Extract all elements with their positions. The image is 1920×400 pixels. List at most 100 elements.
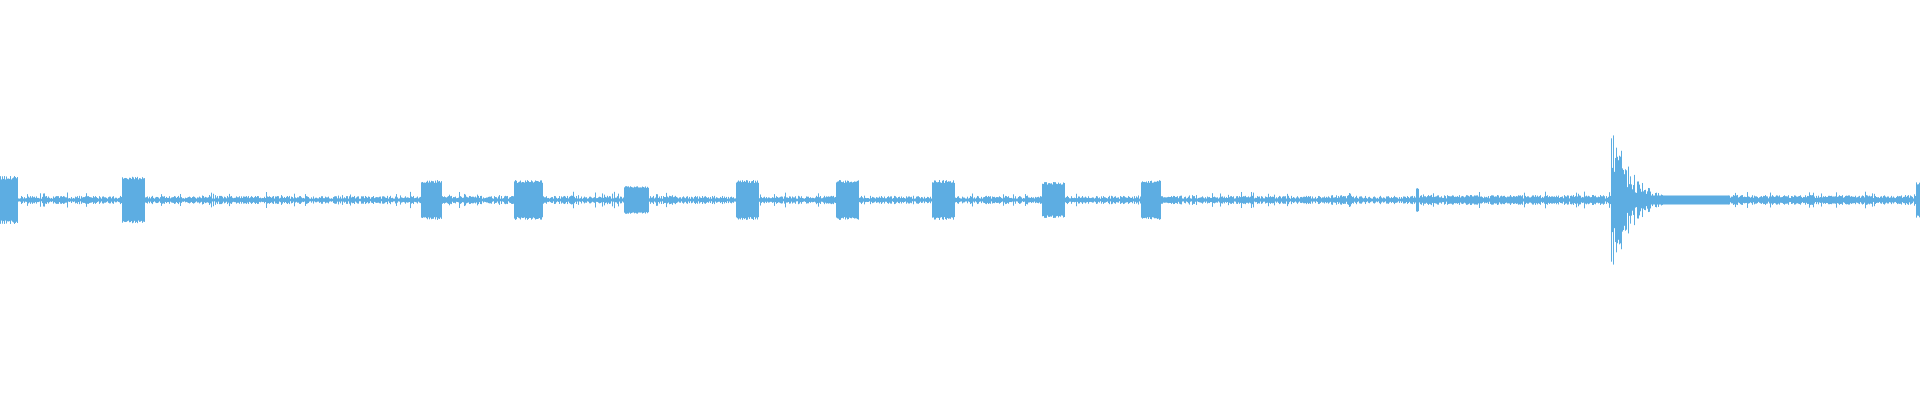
waveform-sample <box>660 198 661 202</box>
waveform-sample <box>1820 197 1821 203</box>
waveform-sample <box>1842 195 1843 205</box>
waveform-sample <box>1172 197 1173 203</box>
waveform-sample <box>1881 196 1882 204</box>
waveform-sample <box>1299 198 1300 202</box>
waveform-sample <box>433 181 434 219</box>
waveform-sample <box>225 197 226 203</box>
waveform-sample <box>398 198 399 202</box>
waveform-sample <box>260 197 261 203</box>
waveform-sample <box>81 196 82 204</box>
waveform-sample <box>232 197 233 203</box>
waveform-sample <box>966 198 967 202</box>
waveform-sample <box>1810 195 1811 205</box>
waveform-sample <box>1064 182 1065 218</box>
waveform-sample <box>1568 195 1569 205</box>
waveform-sample <box>1300 197 1301 203</box>
waveform-sample <box>1572 196 1573 204</box>
waveform-sample <box>1471 195 1472 205</box>
waveform-sample <box>720 196 721 204</box>
waveform-sample <box>443 197 444 203</box>
waveform-sample <box>1767 196 1768 204</box>
waveform-sample <box>621 196 622 204</box>
waveform-sample <box>90 197 91 203</box>
waveform-sample <box>1149 182 1150 218</box>
waveform-sample <box>1275 198 1276 202</box>
waveform-sample <box>579 198 580 202</box>
waveform-sample <box>1368 197 1369 203</box>
waveform-sample <box>1317 197 1318 203</box>
waveform-sample <box>974 197 975 203</box>
waveform-sample <box>1411 196 1412 204</box>
waveform-sample <box>411 196 412 204</box>
waveform-sample <box>972 193 973 207</box>
waveform-sample <box>784 196 785 204</box>
waveform-sample <box>680 197 681 203</box>
waveform-sample <box>238 197 239 203</box>
waveform-sample <box>1640 188 1641 212</box>
waveform-sample <box>295 197 296 203</box>
waveform-sample <box>1604 196 1605 204</box>
waveform-sample <box>468 197 469 203</box>
waveform-sample <box>1507 196 1508 204</box>
waveform-sample <box>1384 197 1385 203</box>
waveform-sample <box>523 182 524 218</box>
waveform-sample <box>585 197 586 203</box>
waveform-sample <box>1750 197 1751 203</box>
waveform-sample <box>1541 198 1542 202</box>
waveform-sample <box>1107 198 1108 202</box>
waveform-sample <box>562 197 563 203</box>
waveform-sample <box>65 197 66 203</box>
waveform-sample <box>1089 197 1090 203</box>
waveform-sample <box>715 198 716 202</box>
waveform-sample <box>790 196 791 204</box>
waveform-sample <box>329 198 330 202</box>
waveform-sample <box>35 197 36 203</box>
waveform-sample <box>344 197 345 203</box>
waveform-sample <box>1469 196 1470 204</box>
waveform-sample <box>1846 195 1847 205</box>
waveform-sample <box>1687 195 1688 205</box>
waveform-sample <box>122 177 123 223</box>
waveform-sample <box>455 196 456 204</box>
waveform-sample <box>1531 196 1532 204</box>
waveform-sample <box>1768 198 1769 202</box>
waveform-sample <box>188 197 189 203</box>
waveform-sample <box>688 198 689 202</box>
waveform-sample <box>861 195 862 205</box>
waveform-sample <box>202 195 203 205</box>
waveform-sample <box>491 196 492 204</box>
waveform-sample <box>363 196 364 204</box>
waveform-sample <box>1386 196 1387 204</box>
waveform-sample <box>752 181 753 219</box>
waveform-sample <box>209 195 210 205</box>
waveform-sample <box>1593 195 1594 205</box>
waveform-sample <box>1415 197 1416 203</box>
waveform-sample <box>1324 196 1325 204</box>
waveform-sample <box>196 198 197 202</box>
waveform-sample <box>1371 198 1372 202</box>
waveform-sample <box>694 196 695 204</box>
waveform-sample <box>1259 196 1260 204</box>
waveform-sample <box>691 196 692 204</box>
waveform-sample <box>1385 198 1386 202</box>
waveform-sample <box>415 197 416 203</box>
waveform-sample <box>1702 195 1703 205</box>
waveform-sample <box>686 196 687 204</box>
waveform-sample <box>1534 196 1535 204</box>
waveform-sample <box>112 196 113 204</box>
waveform-sample <box>714 195 715 205</box>
waveform-sample <box>231 196 232 204</box>
waveform-sample <box>419 197 420 203</box>
waveform-sample <box>1579 195 1580 205</box>
waveform-sample <box>496 197 497 203</box>
waveform-sample <box>281 195 282 205</box>
waveform-sample <box>211 192 212 208</box>
waveform-sample <box>1251 191 1252 209</box>
waveform-sample <box>1155 181 1156 219</box>
waveform-sample <box>1323 197 1324 203</box>
waveform-sample <box>1832 196 1833 204</box>
waveform-sample <box>1549 196 1550 204</box>
waveform-sample <box>1067 195 1068 205</box>
waveform-sample <box>1345 196 1346 204</box>
waveform-sample <box>204 197 205 203</box>
